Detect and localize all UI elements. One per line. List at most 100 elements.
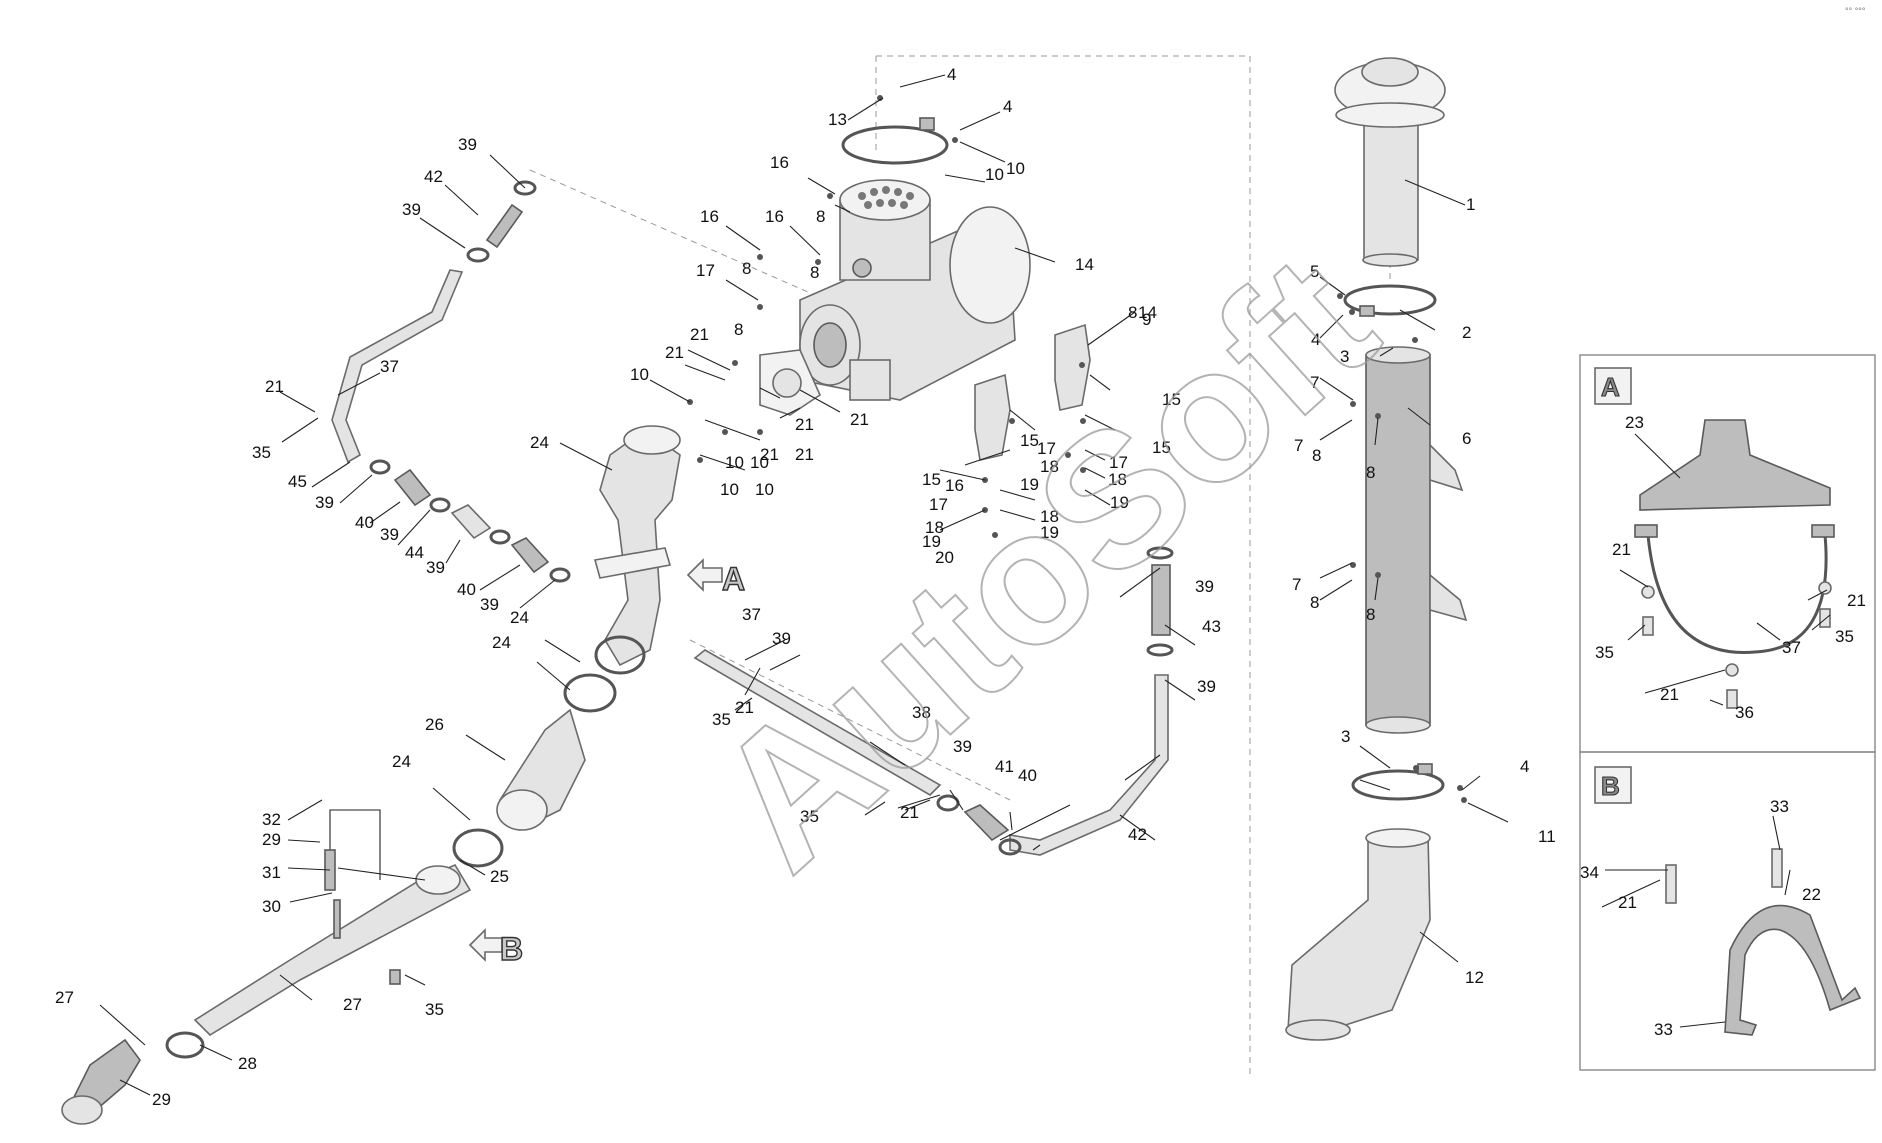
callout: 3: [1340, 347, 1349, 366]
callout: 8: [1310, 593, 1319, 612]
callout: 39: [402, 200, 421, 219]
callout: 17: [929, 495, 948, 514]
callout: 30: [262, 897, 281, 916]
callout: 10: [720, 480, 739, 499]
callout: 39: [1195, 577, 1214, 596]
callout: 8: [1128, 303, 1137, 322]
callout: 21: [690, 325, 709, 344]
callout: 21: [900, 803, 919, 822]
callout: 7: [1292, 575, 1301, 594]
callout: 37: [380, 357, 399, 376]
callout: 17: [1109, 453, 1128, 472]
callout: 21: [735, 698, 754, 717]
callout: 4: [1311, 330, 1320, 349]
filter-band-clamp: [841, 117, 949, 165]
crossbar-tube: [693, 649, 1022, 856]
callout: 15: [1162, 390, 1181, 409]
callout: 29: [152, 1090, 171, 1109]
callout: 25: [490, 867, 509, 886]
svg-text:A: A: [1601, 372, 1620, 402]
leader-lines: [99, 74, 1831, 1096]
intake-cap: [1334, 57, 1446, 267]
callout: 35: [712, 710, 731, 729]
callout: 16: [765, 207, 784, 226]
callout: 22: [1802, 885, 1821, 904]
main-riser-pipe: [1365, 346, 1468, 734]
callout: 33: [1654, 1020, 1673, 1039]
callout: 15: [1020, 431, 1039, 450]
callout: 16: [700, 207, 719, 226]
lower-clamp: [1351, 763, 1445, 801]
callout: 21: [665, 343, 684, 362]
callout: 32: [262, 810, 281, 829]
callout: 19: [1110, 493, 1129, 512]
callout: 36: [1735, 703, 1754, 722]
callout: 2: [1462, 323, 1471, 342]
callout: 17: [1037, 439, 1056, 458]
callout: 39: [458, 135, 477, 154]
callout: 43: [1202, 617, 1221, 636]
callout: 20: [935, 548, 954, 567]
callout: 16: [945, 476, 964, 495]
callout: 27: [343, 995, 362, 1014]
callout: 39: [1197, 677, 1216, 696]
middle-duct: [593, 425, 681, 675]
callout: 31: [262, 863, 281, 882]
elbow-outlet: [1285, 828, 1431, 1041]
corner-mark: °° °°°: [1845, 6, 1866, 16]
callout: 6: [1462, 429, 1471, 448]
callout: 35: [1835, 627, 1854, 646]
callout: 27: [55, 988, 74, 1007]
callout: 40: [355, 513, 374, 532]
callout: 8: [1312, 446, 1321, 465]
callout: 10: [750, 453, 769, 472]
callout: 19: [922, 532, 941, 551]
callout: 23: [1625, 413, 1644, 432]
fasteners: [687, 95, 1467, 803]
callout: 13: [828, 110, 847, 129]
callout: 24: [510, 608, 529, 627]
callout: 45: [288, 472, 307, 491]
callout: 18: [1108, 470, 1127, 489]
callout: 21: [265, 377, 284, 396]
callout: 39: [772, 629, 791, 648]
view-arrow-b: B: [468, 928, 524, 968]
callout: 38: [912, 703, 931, 722]
callout: 21: [795, 445, 814, 464]
callout: 37: [1782, 638, 1801, 657]
callout: 24: [392, 752, 411, 771]
callout: 10: [755, 480, 774, 499]
callout: 35: [800, 807, 819, 826]
callout: 39: [426, 558, 445, 577]
callout: 12: [1465, 968, 1484, 987]
callout: 24: [492, 633, 511, 652]
coupling-stack: [452, 673, 617, 868]
callout: 35: [252, 443, 271, 462]
gasket-plate: [759, 349, 822, 416]
inset-b: B: [1579, 751, 1876, 1071]
upper-clamp: [1343, 284, 1437, 317]
callout: 8: [1366, 463, 1375, 482]
callout: 7: [1294, 436, 1303, 455]
callout: 8: [816, 207, 825, 226]
callout: 44: [405, 543, 424, 562]
callout: 3: [1341, 727, 1350, 746]
callout: 8: [734, 320, 743, 339]
callout: 40: [457, 580, 476, 599]
callout: 19: [1040, 523, 1059, 542]
callout: 35: [1595, 643, 1614, 662]
callout: 35: [425, 1000, 444, 1019]
view-arrow-a: A: [686, 558, 746, 598]
callout: 21: [795, 415, 814, 434]
side-hose-assembly: [1009, 546, 1174, 856]
svg-text:A: A: [722, 561, 745, 597]
callout: 19: [1020, 475, 1039, 494]
callout: 11: [1538, 827, 1556, 846]
callout: 8: [1366, 605, 1375, 624]
callout: 42: [424, 167, 443, 186]
callout: 14: [1138, 303, 1157, 322]
callout: 8: [810, 263, 819, 282]
callout: 18: [1040, 507, 1059, 526]
mount-brackets: [974, 323, 1091, 461]
